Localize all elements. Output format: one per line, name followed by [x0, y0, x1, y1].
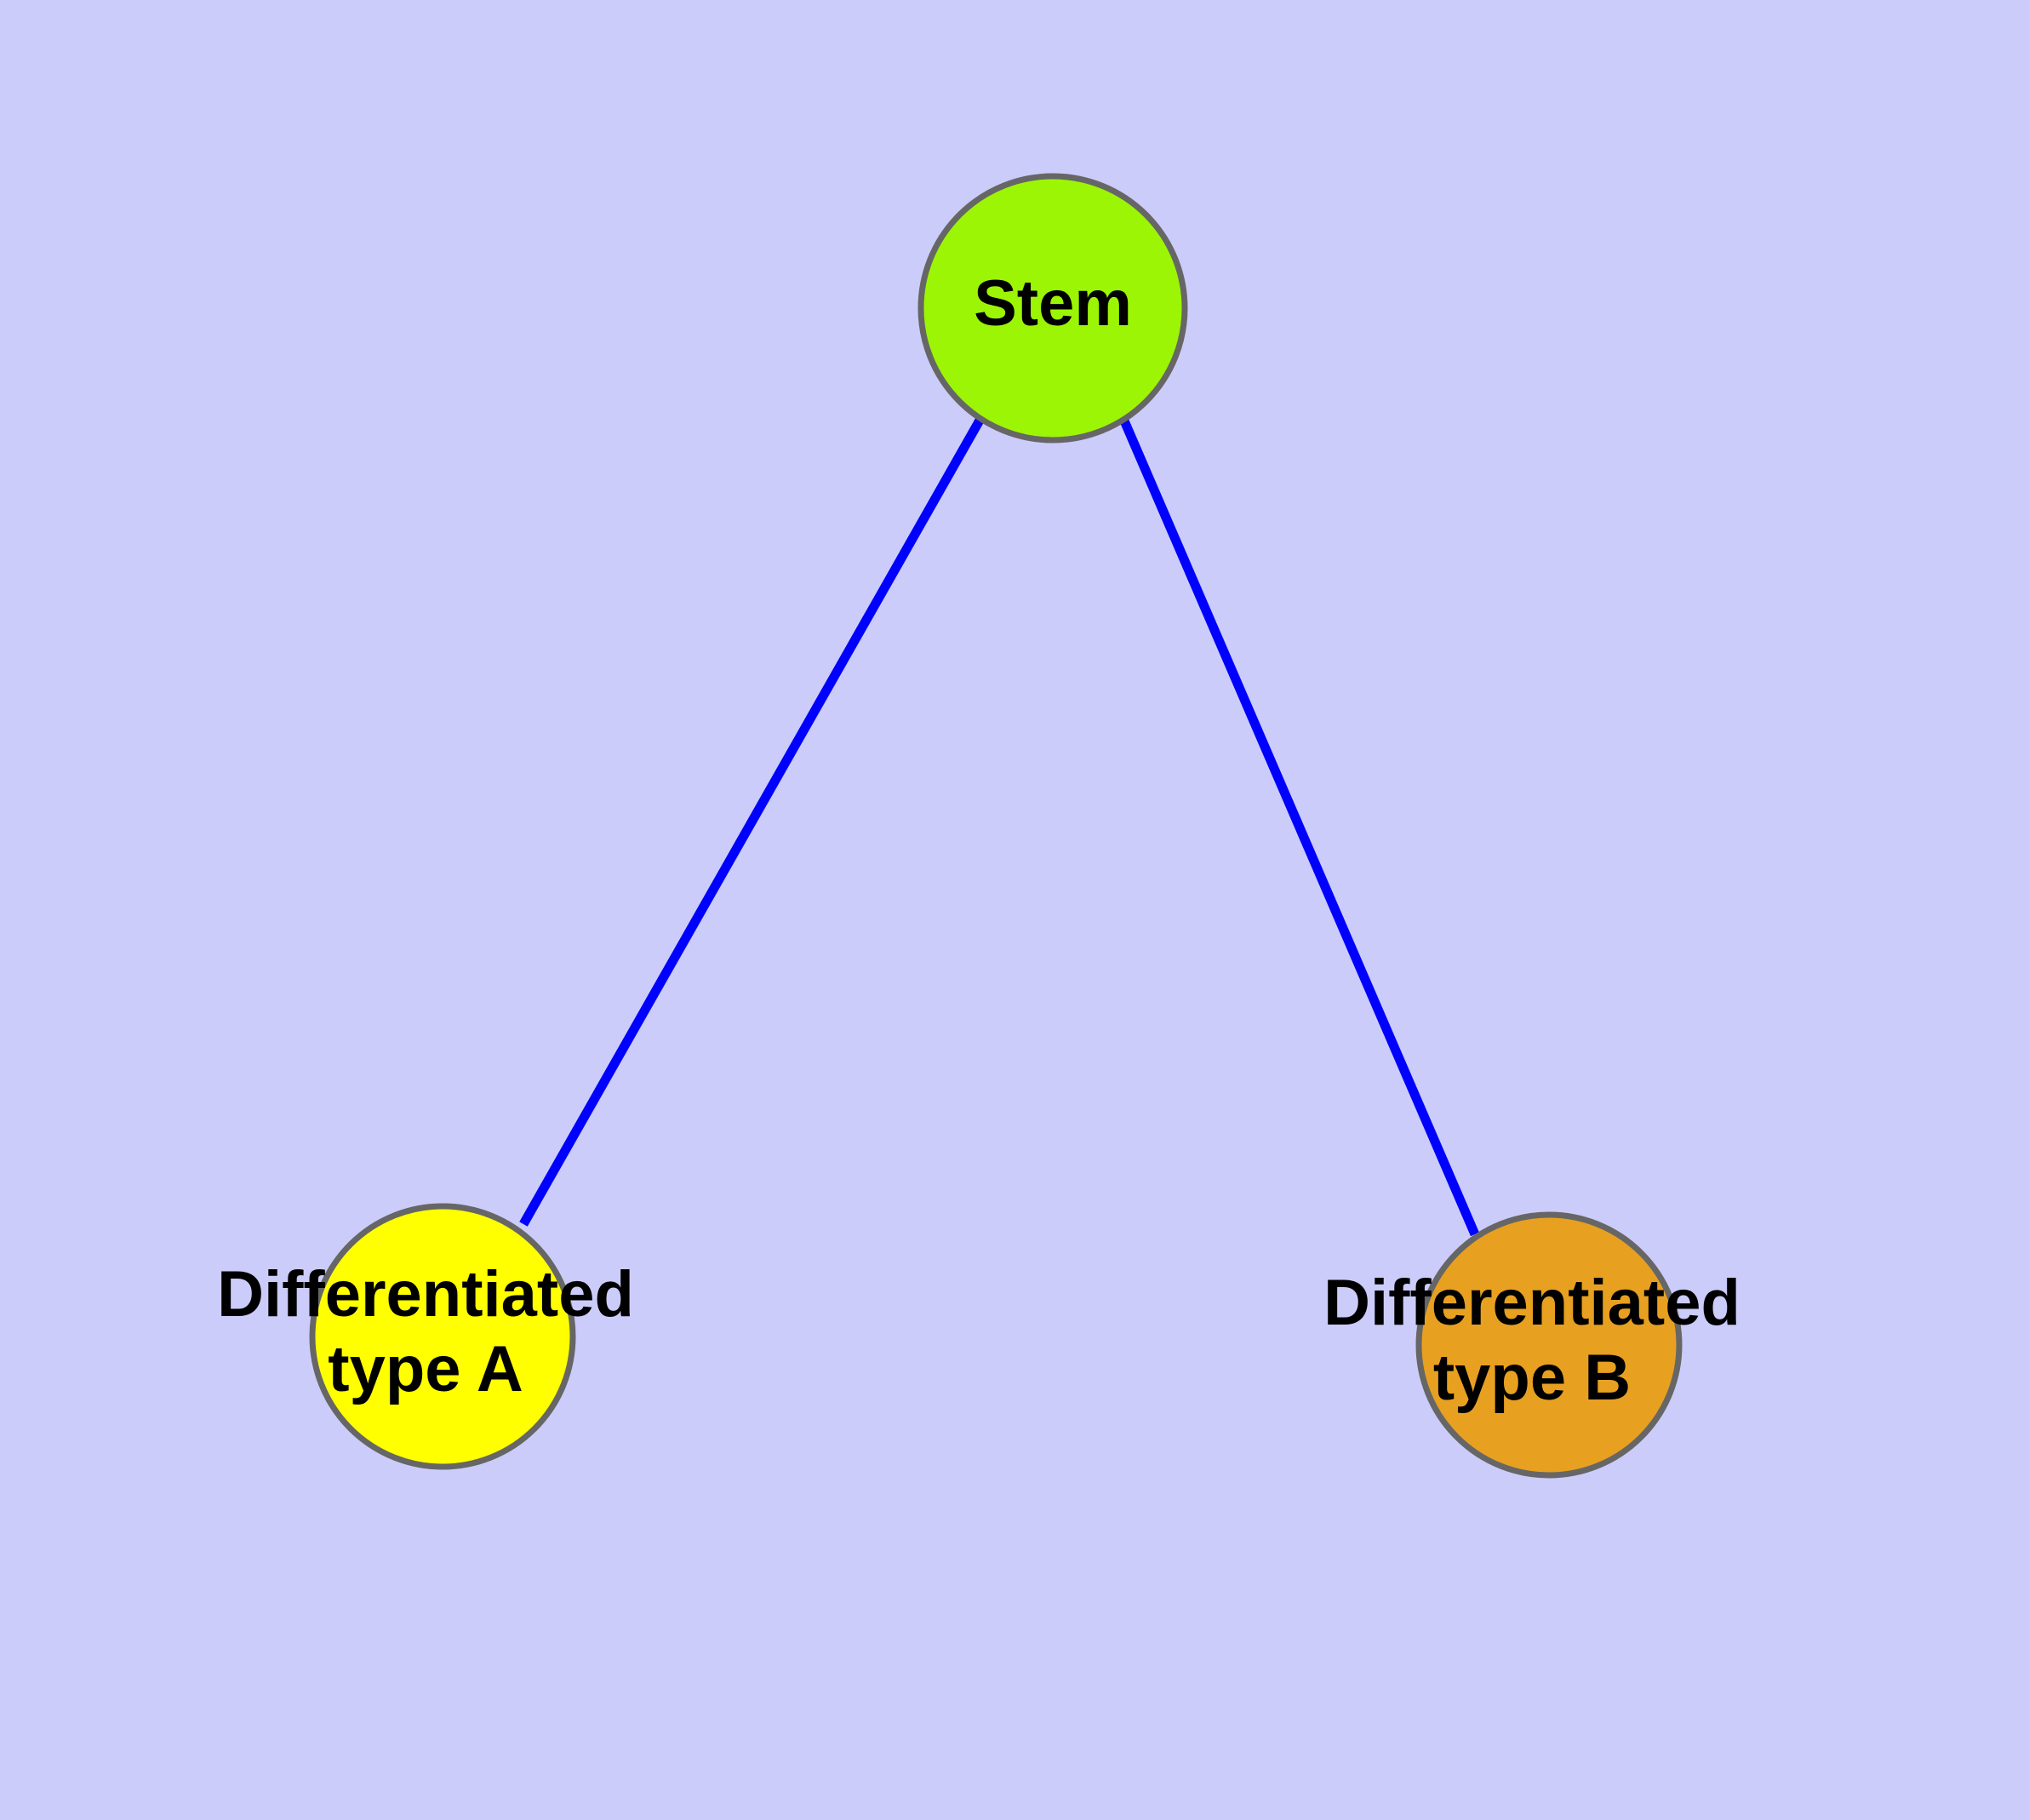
node-differentiated-type-b[interactable]: [1415, 1211, 1683, 1479]
edge-stem-to-differentiated-type-a[interactable]: [519, 416, 985, 1227]
node-label-line: type A: [328, 1333, 523, 1405]
edge-stem-to-differentiated-type-b[interactable]: [1118, 416, 1480, 1237]
node-label-line: type B: [1433, 1342, 1631, 1414]
node-label-stem: Stem: [974, 267, 1132, 340]
node-stem[interactable]: [917, 173, 1188, 444]
edges-group: [519, 416, 1480, 1237]
node-differentiated-type-a[interactable]: [309, 1203, 576, 1470]
node-label-line: Differentiated: [1323, 1267, 1740, 1339]
node-label-line: Differentiated: [217, 1258, 634, 1331]
nodes-group: [309, 173, 1683, 1479]
node-label-line: Stem: [974, 267, 1132, 340]
